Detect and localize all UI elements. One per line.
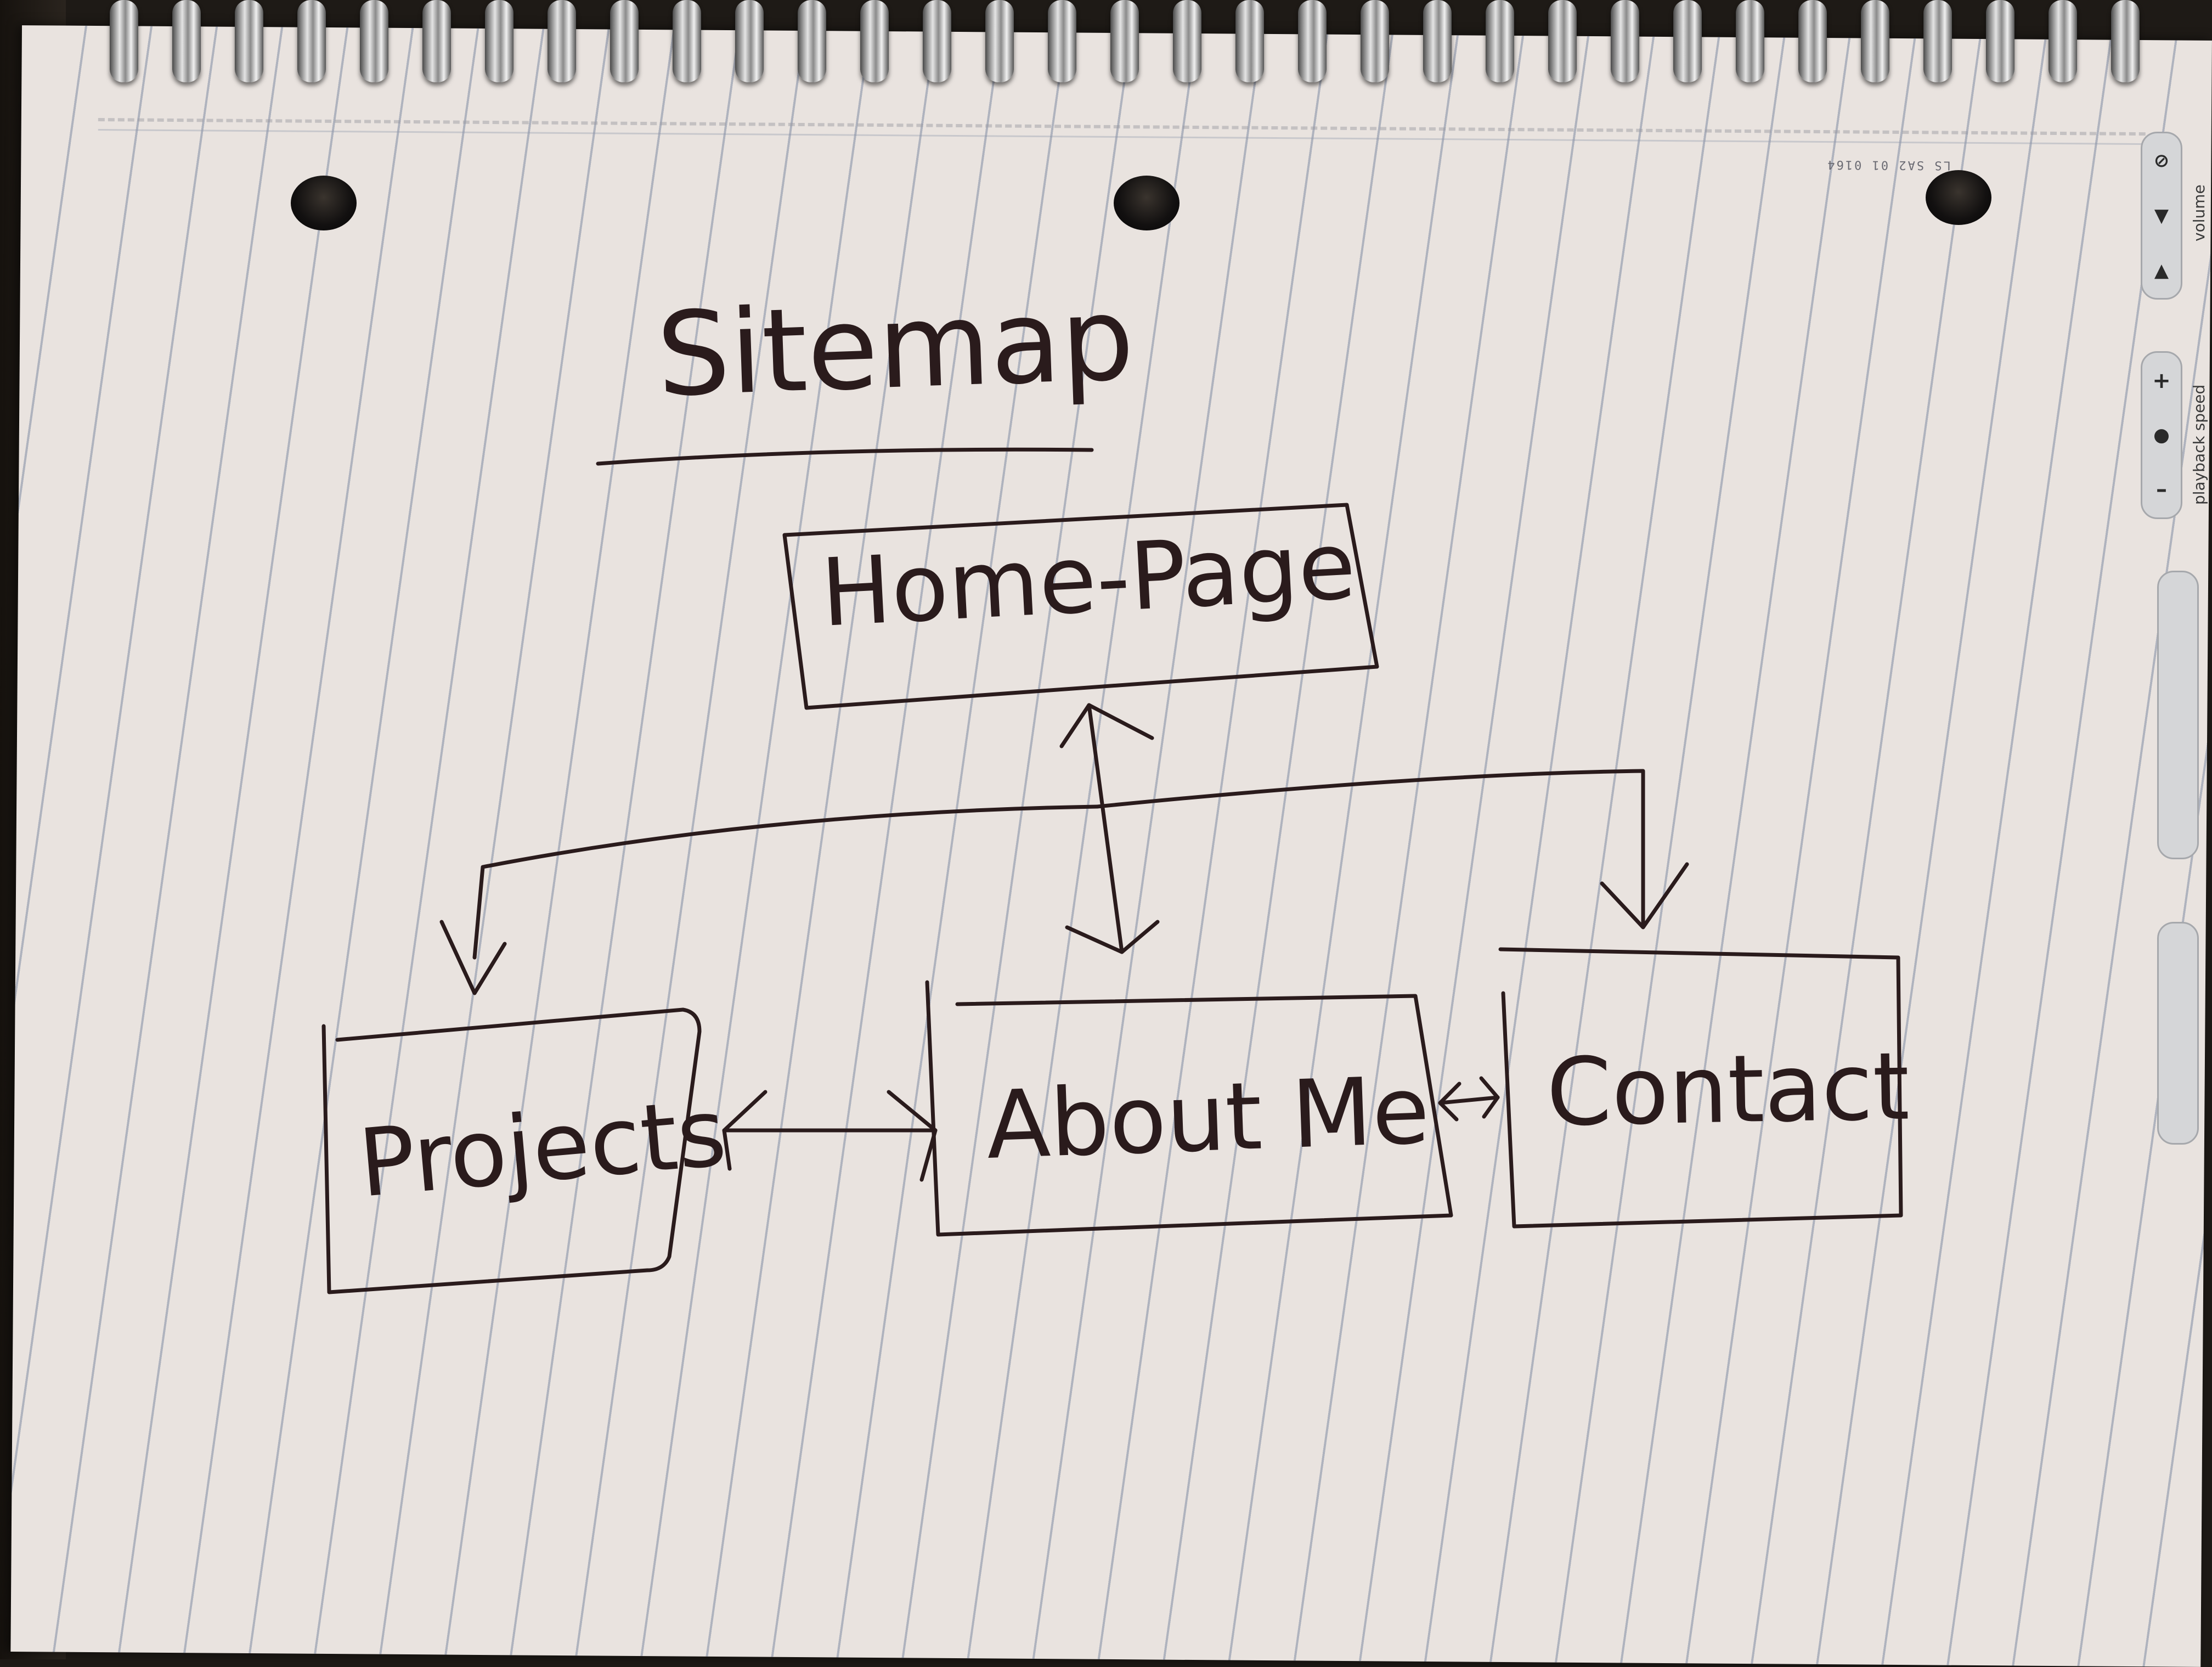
projects-box bbox=[321, 1007, 702, 1294]
spiral-coil bbox=[673, 0, 701, 82]
spiral-coil bbox=[1611, 0, 1639, 82]
spiral-coil bbox=[1736, 0, 1764, 82]
spiral-coil bbox=[610, 0, 639, 82]
spiral-coil bbox=[360, 0, 388, 82]
spiral-coil bbox=[1986, 0, 2015, 82]
speed-slider[interactable] bbox=[2157, 571, 2199, 859]
spiral-binding bbox=[110, 0, 2140, 82]
triangle-down-icon[interactable]: ▼ bbox=[2154, 205, 2169, 227]
contact-label: Contact bbox=[1545, 1032, 1910, 1147]
volume-control: ⊘ ▼ ▲ bbox=[2141, 132, 2182, 300]
spiral-coil bbox=[985, 0, 1014, 82]
home-page-box bbox=[782, 503, 1379, 710]
spiral-coil bbox=[923, 0, 951, 82]
spiral-coil bbox=[1173, 0, 1201, 82]
speed-plus-button[interactable]: + bbox=[2152, 368, 2171, 393]
arrowhead-right bbox=[887, 1090, 938, 1182]
spiral-coil bbox=[1423, 0, 1452, 82]
spiral-coil bbox=[2111, 0, 2140, 82]
diagram-title: Sitemap bbox=[654, 272, 1136, 423]
spiral-coil bbox=[172, 0, 201, 82]
speed-minus-button[interactable]: – bbox=[2156, 477, 2167, 502]
contact-box bbox=[1498, 947, 1903, 1229]
volume-label: volume bbox=[2190, 184, 2208, 241]
arrowhead-contact bbox=[1600, 862, 1689, 930]
spiral-coil bbox=[735, 0, 764, 82]
about-me-label: About Me bbox=[985, 1056, 1431, 1180]
spiral-coil bbox=[860, 0, 889, 82]
arrowhead-up bbox=[1059, 703, 1154, 748]
seek-slider[interactable] bbox=[2157, 922, 2199, 1145]
spiral-coil bbox=[1361, 0, 1389, 82]
spiral-coil bbox=[297, 0, 326, 82]
spiral-coil bbox=[1110, 0, 1139, 82]
arrowhead-small-right bbox=[1479, 1076, 1500, 1119]
spiral-coil bbox=[235, 0, 263, 82]
title-underline bbox=[596, 447, 1094, 466]
spiral-coil bbox=[1798, 0, 1827, 82]
spiral-coil bbox=[1048, 0, 1076, 82]
spiral-coil bbox=[1298, 0, 1327, 82]
spiral-coil bbox=[1235, 0, 1264, 82]
punch-hole bbox=[1926, 170, 1991, 225]
about-me-box bbox=[925, 980, 1453, 1237]
speed-indicator-icon: ● bbox=[2153, 424, 2170, 446]
mute-icon[interactable]: ⊘ bbox=[2153, 150, 2170, 172]
branch-to-contact bbox=[1095, 769, 1645, 927]
punch-hole bbox=[291, 176, 357, 230]
home-page-label: Home-Page bbox=[819, 511, 1358, 648]
branch-to-projects bbox=[472, 804, 1099, 960]
media-player-controls: ⊘ ▼ ▲ volume + ● – playback speed bbox=[2113, 121, 2212, 1657]
playback-speed-control: + ● – bbox=[2141, 351, 2182, 519]
projects-label: Projects bbox=[354, 1078, 730, 1219]
spiral-coil bbox=[422, 0, 451, 82]
arrowhead-down bbox=[1065, 920, 1160, 954]
home-about-arrow bbox=[1087, 703, 1124, 954]
spiral-coil bbox=[1548, 0, 1577, 82]
punch-hole bbox=[1114, 176, 1180, 230]
spiral-coil bbox=[110, 0, 138, 82]
spiral-coil bbox=[548, 0, 576, 82]
triangle-up-icon[interactable]: ▲ bbox=[2154, 260, 2169, 281]
spiral-coil bbox=[2049, 0, 2077, 82]
arrowhead-projects bbox=[439, 920, 507, 995]
spiral-coil bbox=[485, 0, 514, 82]
spiral-coil bbox=[798, 0, 826, 82]
spiral-coil bbox=[1673, 0, 1702, 82]
spiral-coil bbox=[1861, 0, 1889, 82]
playback-speed-label: playback speed bbox=[2190, 384, 2208, 505]
arrowhead-left bbox=[722, 1090, 768, 1171]
about-contact-arrow bbox=[1438, 1095, 1500, 1105]
spiral-coil bbox=[1923, 0, 1952, 82]
spiral-coil bbox=[1486, 0, 1514, 82]
arrowhead-small-left bbox=[1438, 1082, 1462, 1122]
